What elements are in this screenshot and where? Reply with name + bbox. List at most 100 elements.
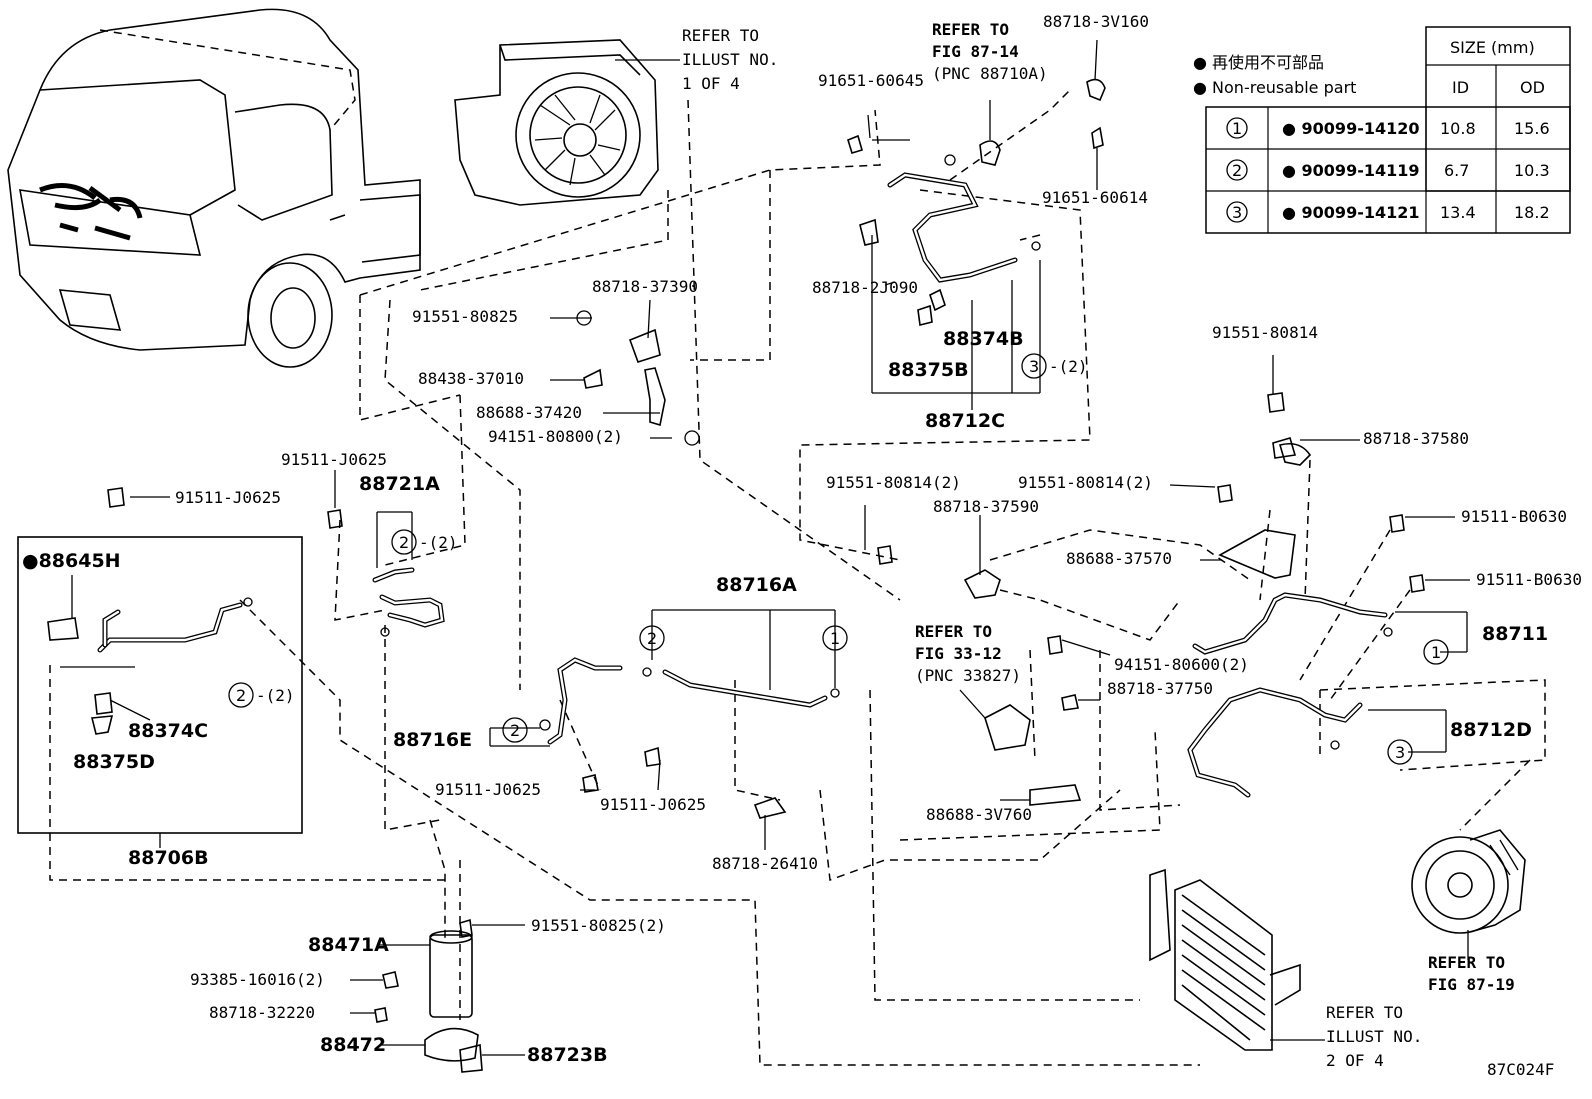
legend-row3-ref: 3 bbox=[1232, 203, 1242, 222]
label-91551-80814-2a: 91551-80814(2) bbox=[826, 473, 961, 492]
label-qty-2b: -(2) bbox=[256, 686, 295, 705]
label-91551-80825-2: 91551-80825(2) bbox=[531, 916, 666, 935]
legend-row3-od: 18.2 bbox=[1514, 203, 1550, 222]
label-88374b: 88374B bbox=[943, 328, 1024, 350]
legend-row2-ref: 2 bbox=[1232, 161, 1242, 180]
label-88718-37750: 88718-37750 bbox=[1107, 679, 1213, 698]
note-refer2-line2: FIG 87-14 bbox=[932, 42, 1019, 61]
note-refer3-line2: FIG 33-12 bbox=[915, 644, 1002, 663]
legend-row1-part: ● 90099-14120 bbox=[1282, 119, 1420, 138]
label-88688-37570: 88688-37570 bbox=[1066, 549, 1172, 568]
label-94151-80800: 94151-80800(2) bbox=[488, 427, 623, 446]
legend-row2-od: 10.3 bbox=[1514, 161, 1550, 180]
callout-1-88711: 1 bbox=[1431, 643, 1441, 662]
pipe-88706b bbox=[17, 487, 343, 834]
label-91511-j0625-left: 91511-J0625 bbox=[175, 488, 281, 507]
label-88721a: 88721A bbox=[359, 473, 440, 495]
note-refer5-line2: ILLUST NO. bbox=[1326, 1027, 1422, 1046]
label-qty-2a: -(2) bbox=[419, 533, 458, 552]
brackets-center bbox=[576, 310, 700, 446]
label-qty-3: -(2) bbox=[1049, 357, 1088, 376]
truck-illustration bbox=[7, 8, 421, 368]
label-91651-60614: 91651-60614 bbox=[1042, 188, 1148, 207]
note-refer2-line3: (PNC 88710A) bbox=[932, 64, 1048, 83]
label-91551-80825: 91551-80825 bbox=[412, 307, 518, 326]
pipe-88716a bbox=[489, 609, 840, 819]
legend-row3-part: ● 90099-14121 bbox=[1282, 203, 1420, 222]
label-88375d: 88375D bbox=[73, 751, 155, 773]
legend-row2-part: ● 90099-14119 bbox=[1282, 161, 1420, 180]
legend-en: ● Non-reusable part bbox=[1193, 78, 1356, 97]
label-91511-b0630-a: 91511-B0630 bbox=[1461, 507, 1567, 526]
condenser: REFER TO ILLUST NO. 2 OF 4 bbox=[1149, 868, 1422, 1070]
legend-row1-id: 10.8 bbox=[1440, 119, 1476, 138]
pipe-88712d bbox=[1187, 687, 1447, 798]
circle-callouts: 3 2 2 2 1 2 1 3 bbox=[228, 353, 1449, 765]
label-88716a: 88716A bbox=[716, 574, 797, 596]
label-88712d: 88712D bbox=[1450, 719, 1532, 741]
legend-row1-ref: 1 bbox=[1232, 119, 1242, 138]
note-refer1-line3: 1 OF 4 bbox=[682, 74, 740, 93]
callout-3-88712d: 3 bbox=[1395, 743, 1405, 762]
blower-unit: REFER TO ILLUST NO. 1 OF 4 bbox=[454, 26, 778, 206]
legend-id-header: ID bbox=[1452, 78, 1469, 97]
pipe-88721a bbox=[372, 511, 445, 637]
note-refer5-line3: 2 OF 4 bbox=[1326, 1051, 1384, 1070]
note-refer3-line1: REFER TO bbox=[915, 622, 992, 641]
label-91551-80814-2b: 91551-80814(2) bbox=[1018, 473, 1153, 492]
label-88471a: 88471A bbox=[308, 934, 389, 956]
label-88718-2j090: 88718-2J090 bbox=[812, 278, 918, 297]
note-refer1-line1: REFER TO bbox=[682, 26, 759, 45]
callout-1-88716a: 1 bbox=[830, 629, 840, 648]
label-91551-80814: 91551-80814 bbox=[1212, 323, 1318, 342]
brackets-right bbox=[877, 392, 1312, 806]
note-refer1-line2: ILLUST NO. bbox=[682, 50, 778, 69]
callout-3-upper: 3 bbox=[1029, 357, 1039, 376]
leader-lines bbox=[71, 39, 1470, 1056]
note-refer4-line2: FIG 87-19 bbox=[1428, 975, 1515, 994]
label-88718-32220: 88718-32220 bbox=[209, 1003, 315, 1022]
part-labels: REFER TO FIG 87-14 (PNC 88710A) 88718-3V… bbox=[22, 12, 1582, 1079]
figure-code: 87C024F bbox=[1487, 1060, 1554, 1079]
label-88716e: 88716E bbox=[393, 729, 472, 751]
label-88718-37580: 88718-37580 bbox=[1363, 429, 1469, 448]
pipe-88712c bbox=[847, 78, 1106, 410]
label-88711: 88711 bbox=[1482, 623, 1548, 645]
note-refer4-line1: REFER TO bbox=[1428, 953, 1505, 972]
legend-row1-od: 15.6 bbox=[1514, 119, 1550, 138]
legend-ja: ● 再使用不可部品 bbox=[1193, 53, 1324, 72]
callout-2-88716e: 2 bbox=[510, 721, 520, 740]
label-88706b: 88706B bbox=[128, 847, 209, 869]
note-refer5-line1: REFER TO bbox=[1326, 1003, 1403, 1022]
legend-row2-id: 6.7 bbox=[1444, 161, 1469, 180]
label-88374c: 88374C bbox=[128, 720, 208, 742]
label-88718-3v160: 88718-3V160 bbox=[1043, 12, 1149, 31]
legend-size-header: SIZE (mm) bbox=[1450, 38, 1535, 57]
label-88645h: ●88645H bbox=[22, 550, 121, 572]
dashed-guides bbox=[49, 29, 1546, 1066]
label-88438-37010: 88438-37010 bbox=[418, 369, 524, 388]
legend-row3-id: 13.4 bbox=[1440, 203, 1476, 222]
legend-table: ● 再使用不可部品 ● Non-reusable part SIZE (mm) … bbox=[1193, 26, 1571, 234]
note-refer3-line3: (PNC 33827) bbox=[915, 666, 1021, 685]
note-refer2-line1: REFER TO bbox=[932, 20, 1009, 39]
label-88712c: 88712C bbox=[925, 410, 1005, 432]
label-88718-37390: 88718-37390 bbox=[592, 277, 698, 296]
label-94151-80600: 94151-80600(2) bbox=[1114, 655, 1249, 674]
label-91511-j0625-c: 91511-J0625 bbox=[435, 780, 541, 799]
label-88375b: 88375B bbox=[888, 359, 969, 381]
label-88718-37590: 88718-37590 bbox=[933, 497, 1039, 516]
label-91511-b0630-b: 91511-B0630 bbox=[1476, 570, 1582, 589]
label-88688-37420: 88688-37420 bbox=[476, 403, 582, 422]
pipe-88711 bbox=[1192, 514, 1468, 655]
legend-od-header: OD bbox=[1520, 78, 1545, 97]
label-91511-j0625-top: 91511-J0625 bbox=[281, 450, 387, 469]
receiver-drier bbox=[374, 918, 483, 1073]
label-88472: 88472 bbox=[320, 1034, 386, 1056]
callout-2-88706b: 2 bbox=[236, 686, 246, 705]
compressor: REFER TO FIG 87-19 bbox=[1411, 829, 1526, 994]
label-88723b: 88723B bbox=[527, 1044, 608, 1066]
label-88688-3v760: 88688-3V760 bbox=[926, 805, 1032, 824]
